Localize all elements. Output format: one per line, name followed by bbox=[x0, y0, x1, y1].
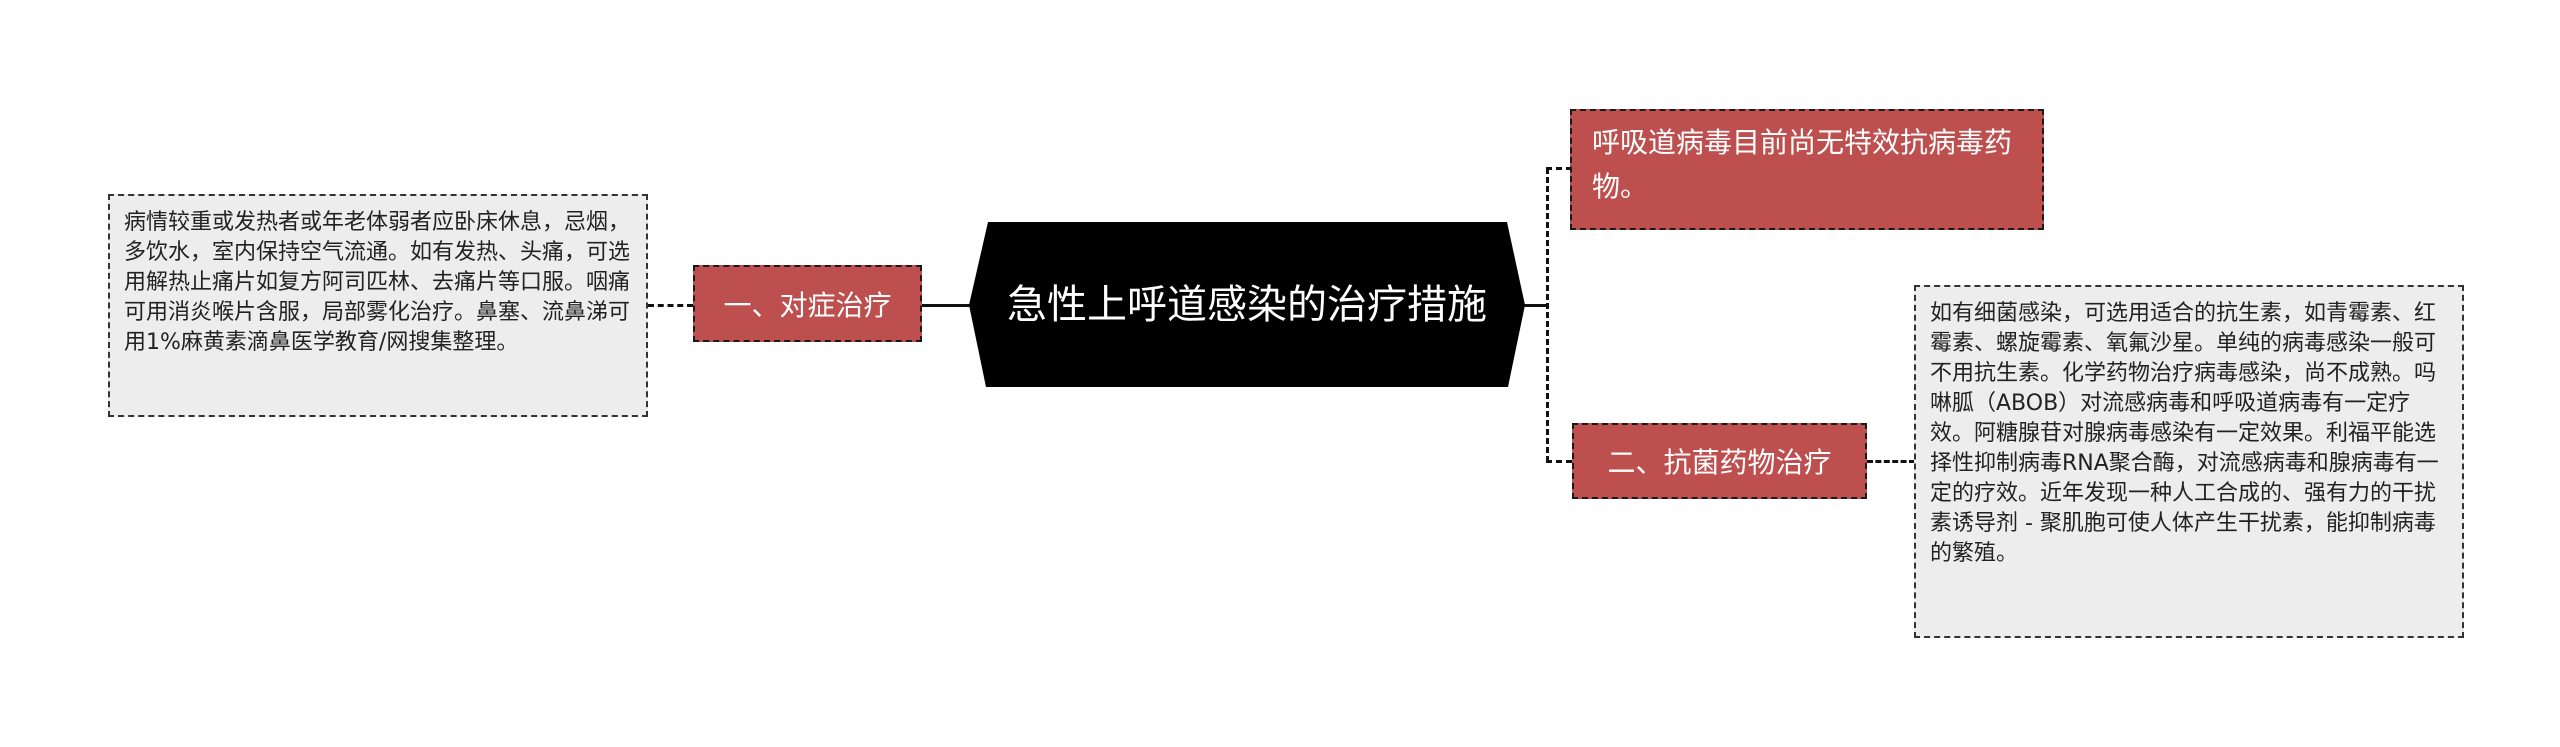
note-text: 如有细菌感染，可选用适合的抗生素，如青霉素、红霉素、螺旋霉素、氧氟沙星。单纯的病… bbox=[1930, 301, 2439, 566]
root-node[interactable]: 急性上呼道感染的治疗措施 bbox=[969, 222, 1525, 387]
connector-topic-left-root bbox=[922, 304, 972, 307]
note-text: 病情较重或发热者或年老体弱者应卧床休息，忌烟，多饮水，室内保持空气流通。如有发热… bbox=[124, 210, 631, 355]
topic-label: 呼吸道病毒目前尚无特效抗病毒药物。 bbox=[1592, 126, 2013, 203]
root-node-shape bbox=[969, 222, 1525, 387]
connector-right-branch-1 bbox=[1546, 167, 1572, 170]
topic-no-antiviral[interactable]: 呼吸道病毒目前尚无特效抗病毒药物。 bbox=[1570, 109, 2044, 230]
connector-right-trunk bbox=[1546, 168, 1549, 462]
topic-label: 一、对症治疗 bbox=[723, 288, 892, 322]
connector-note-right bbox=[1867, 460, 1915, 463]
note-antibacterial-treatment[interactable]: 如有细菌感染，可选用适合的抗生素，如青霉素、红霉素、螺旋霉素、氧氟沙星。单纯的病… bbox=[1914, 285, 2464, 638]
topic-antibacterial-treatment[interactable]: 二、抗菌药物治疗 bbox=[1572, 423, 1867, 499]
topic-symptomatic-treatment[interactable]: 一、对症治疗 bbox=[693, 265, 922, 342]
connector-root-right bbox=[1522, 304, 1549, 307]
connector-right-branch-2 bbox=[1546, 460, 1572, 463]
root-node-label: 急性上呼道感染的治疗措施 bbox=[1007, 281, 1487, 328]
topic-label: 二、抗菌药物治疗 bbox=[1607, 446, 1832, 479]
connector-note-left bbox=[648, 304, 693, 307]
note-symptomatic-treatment[interactable]: 病情较重或发热者或年老体弱者应卧床休息，忌烟，多饮水，室内保持空气流通。如有发热… bbox=[108, 194, 648, 417]
